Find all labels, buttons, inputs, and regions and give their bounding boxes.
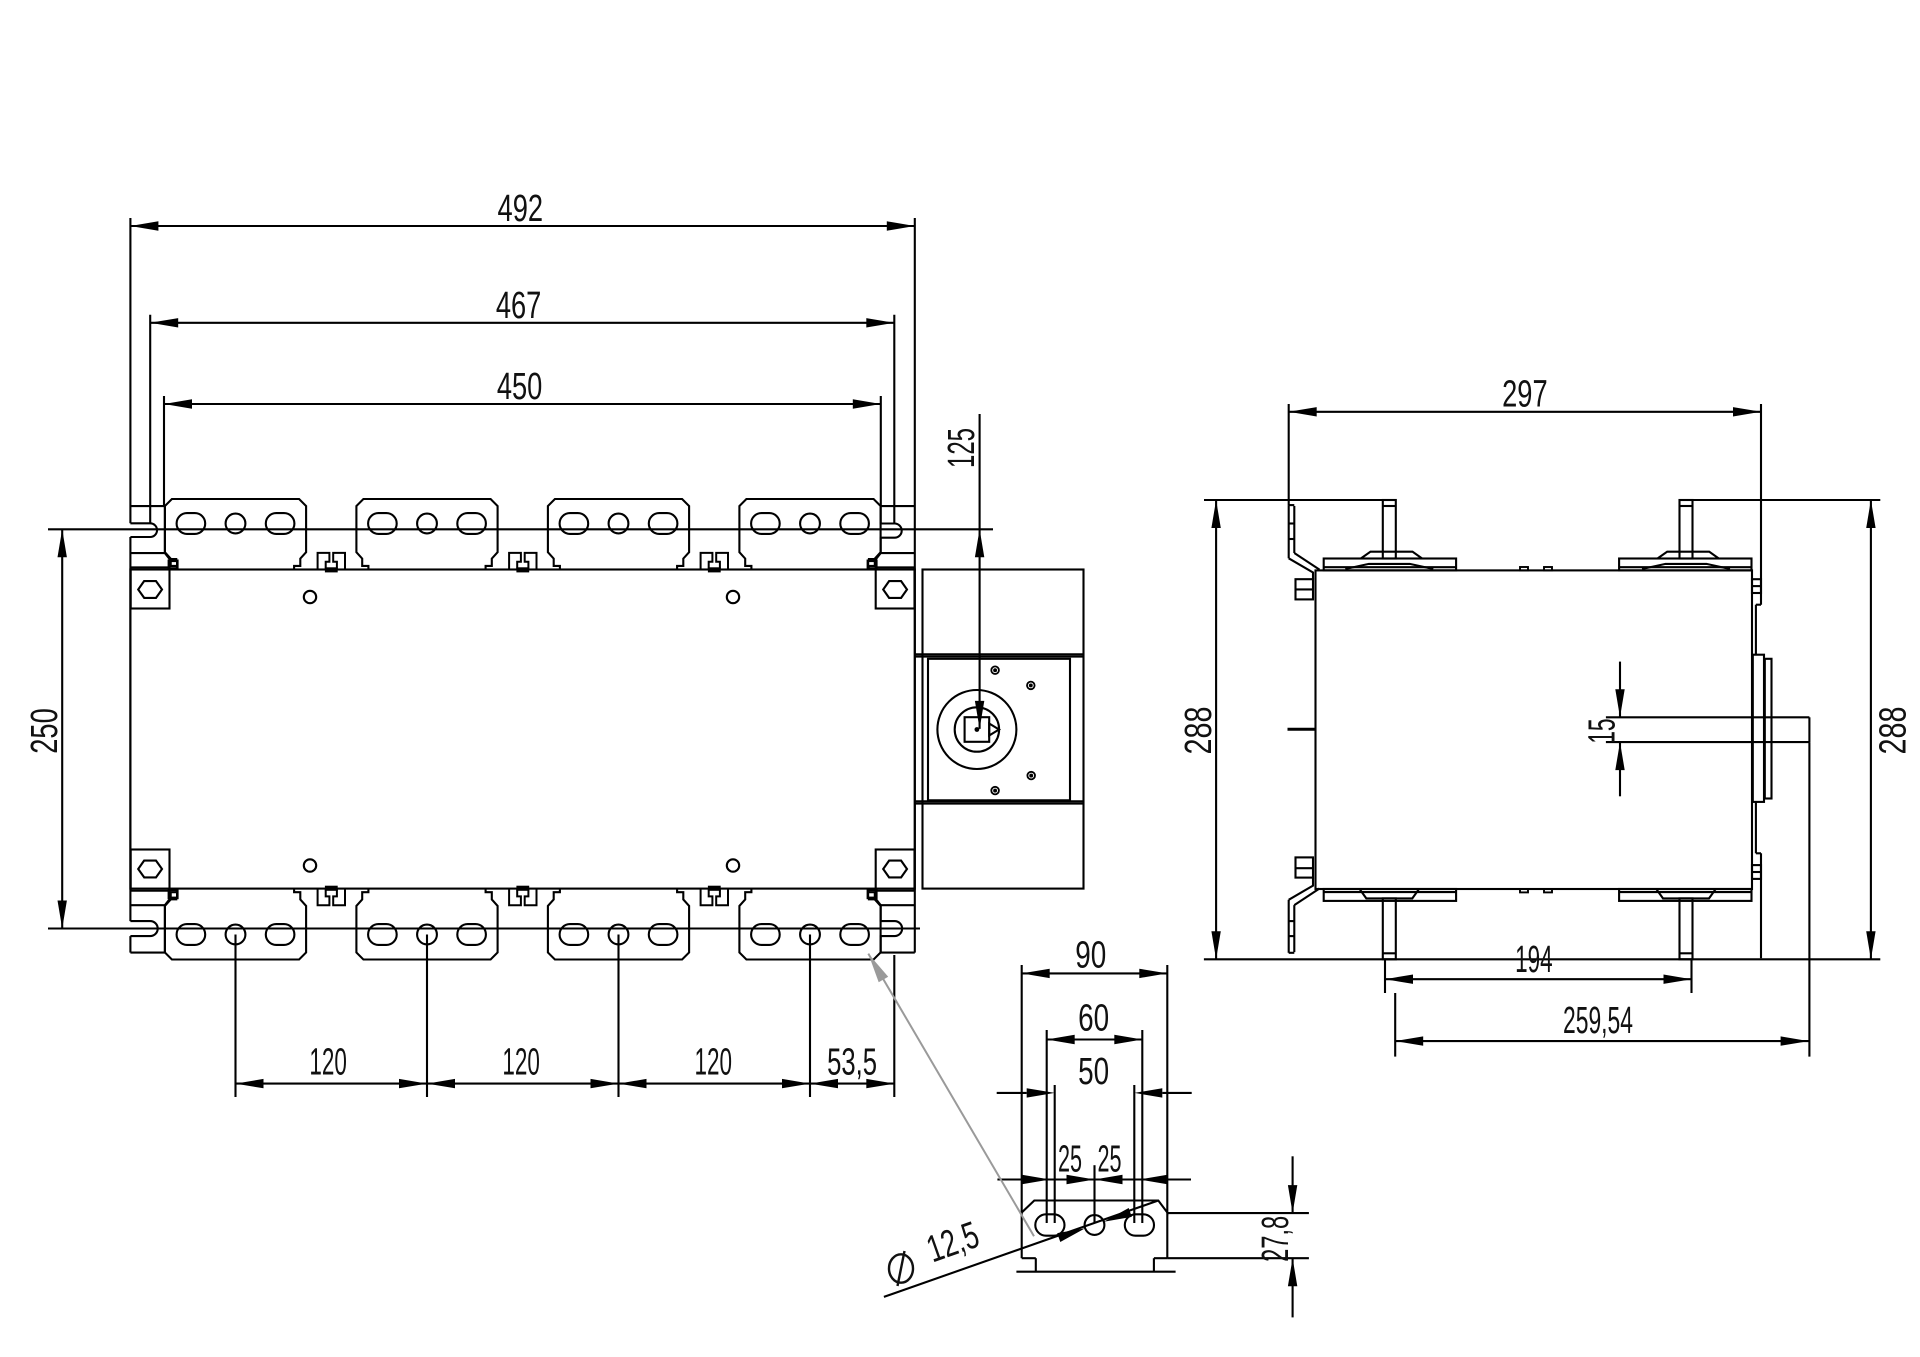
svg-text:125: 125 xyxy=(941,428,983,468)
svg-text:53,5: 53,5 xyxy=(827,1042,877,1084)
svg-text:15: 15 xyxy=(1581,718,1623,743)
svg-text:492: 492 xyxy=(498,188,544,230)
svg-text:90: 90 xyxy=(1075,935,1106,977)
svg-text:250: 250 xyxy=(24,708,66,754)
svg-text:288: 288 xyxy=(1872,707,1914,755)
svg-text:120: 120 xyxy=(309,1042,347,1084)
svg-text:259,54: 259,54 xyxy=(1563,1000,1633,1042)
svg-text:25: 25 xyxy=(1058,1139,1082,1181)
svg-text:50: 50 xyxy=(1078,1051,1109,1093)
svg-text:120: 120 xyxy=(694,1042,732,1084)
svg-text:60: 60 xyxy=(1078,998,1109,1040)
svg-text:25: 25 xyxy=(1098,1139,1122,1181)
svg-text:450: 450 xyxy=(497,366,543,408)
svg-text:27,8: 27,8 xyxy=(1255,1216,1297,1262)
svg-text:120: 120 xyxy=(502,1042,540,1084)
svg-text:194: 194 xyxy=(1515,939,1553,981)
svg-text:297: 297 xyxy=(1502,373,1548,415)
svg-text:288: 288 xyxy=(1178,707,1220,755)
svg-text:467: 467 xyxy=(496,285,542,327)
